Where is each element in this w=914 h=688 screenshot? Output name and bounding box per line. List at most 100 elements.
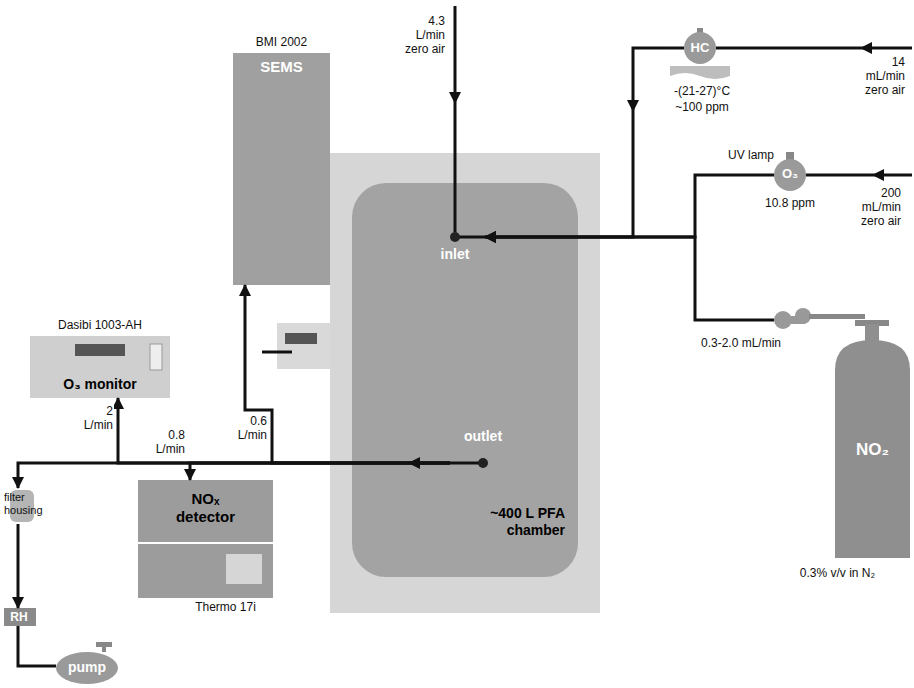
node-text: filter housing bbox=[4, 491, 56, 517]
sems-controller bbox=[277, 323, 330, 369]
node-text: outlet bbox=[450, 428, 516, 445]
text-slot: ~400 L PFA chamber bbox=[470, 505, 565, 539]
zero-air-line bbox=[454, 6, 457, 232]
graphic-part bbox=[56, 652, 118, 684]
graphic-part bbox=[450, 232, 460, 242]
flow-line bbox=[18, 626, 56, 666]
flow-arrow bbox=[449, 92, 461, 104]
node-text: HC bbox=[684, 40, 716, 56]
hc-source: HC -(21-27)°C ~100 ppm bbox=[662, 28, 742, 123]
filter-housing: filter housing bbox=[4, 488, 56, 524]
graphic-part bbox=[233, 53, 330, 285]
ozone-monitor: Dasibi 1003-AH O₃ monitor bbox=[30, 318, 170, 398]
text-slot: 2 L/min bbox=[74, 404, 114, 433]
graphic-part bbox=[30, 336, 170, 398]
node-text: NOₓ detector bbox=[163, 490, 248, 526]
nox-detector: NOₓ detectorThermo 17i bbox=[138, 480, 273, 618]
text-slot: outlet bbox=[450, 428, 516, 445]
text-slot: 200 mL/min zero air bbox=[852, 186, 902, 229]
node-text: UV lamp bbox=[728, 148, 784, 162]
text-slot: filter housing bbox=[4, 491, 56, 517]
node-text: O₃ bbox=[774, 166, 806, 182]
text-slot: SEMS bbox=[233, 58, 330, 76]
text-slot: NOₓ detector bbox=[163, 490, 248, 526]
text-slot: O₃ monitor bbox=[30, 376, 170, 393]
text-slot: 14 mL/min zero air bbox=[856, 55, 906, 98]
outlet-port: outlet bbox=[450, 428, 516, 472]
text-slot: NO₂ bbox=[835, 440, 910, 460]
text-slot: HC bbox=[684, 40, 716, 56]
node-text: pump bbox=[56, 659, 118, 676]
zero-air-label: 14 mL/min zero air bbox=[856, 55, 906, 97]
rh-sensor: RH bbox=[4, 608, 36, 626]
graphic-part bbox=[774, 159, 806, 191]
text-slot: 0.8 L/min bbox=[146, 428, 186, 457]
pump: pump bbox=[56, 648, 118, 684]
text-slot: UV lamp bbox=[728, 148, 784, 162]
zero-air-line bbox=[806, 174, 912, 177]
graphic-part bbox=[138, 544, 273, 598]
no2-cylinder: NO₂ 0.3% v/v in N₂ bbox=[765, 300, 912, 592]
zero-air-label: 200 mL/min zero air bbox=[852, 186, 902, 228]
text-slot: 4.3 L/min zero air bbox=[400, 14, 446, 57]
graphic-part bbox=[138, 480, 273, 542]
graphic-part bbox=[662, 47, 684, 50]
controller-display bbox=[285, 333, 317, 344]
text-slot: 0.6 L/min bbox=[226, 414, 268, 443]
pfa-chamber-shape bbox=[330, 153, 600, 613]
graphic-part bbox=[226, 554, 262, 584]
text-slot: 10.8 ppm bbox=[751, 196, 829, 210]
graphic-part bbox=[684, 32, 716, 64]
node-text: O₃ monitor bbox=[30, 376, 170, 393]
graphic-part bbox=[102, 646, 106, 652]
text-slot: pump bbox=[56, 659, 118, 676]
graphic-part bbox=[791, 316, 805, 324]
node-text: ~400 L PFA chamber bbox=[470, 505, 565, 539]
flow-rate-label: 0.3-2.0 mL/min bbox=[700, 336, 782, 350]
graphic-part bbox=[670, 66, 730, 79]
text-slot: ~100 ppm bbox=[662, 100, 742, 114]
no2-cylinder-shape bbox=[765, 300, 912, 592]
node-text: BMI 2002 bbox=[233, 35, 330, 49]
text-slot: 0.3-2.0 mL/min bbox=[700, 333, 795, 351]
pfa-chamber: ~400 L PFA chamber inlet outlet bbox=[330, 153, 600, 613]
node-text: SEMS bbox=[233, 58, 330, 76]
graphic-part bbox=[835, 340, 910, 558]
ozone-generator: UV lampO₃ 10.8 ppm bbox=[728, 148, 828, 236]
node-text: inlet bbox=[425, 246, 485, 263]
node-text: ~100 ppm bbox=[662, 100, 742, 114]
node-text: Dasibi 1003-AH bbox=[30, 318, 170, 332]
text-slot: Thermo 17i bbox=[178, 600, 273, 614]
flow-arrow bbox=[872, 169, 884, 181]
node-text: Thermo 17i bbox=[178, 600, 273, 614]
text-slot: -(21-27)°C bbox=[662, 84, 742, 98]
zero-air-line bbox=[716, 47, 912, 50]
graphic-part bbox=[330, 153, 600, 613]
graphic-part bbox=[728, 174, 774, 177]
sems-instrument: BMI 2002SEMS bbox=[233, 33, 330, 285]
flow-rate-label: 0.6 L/min bbox=[226, 414, 268, 442]
graphic-part bbox=[75, 344, 125, 356]
flow-arrow bbox=[860, 42, 872, 54]
flow-rate-label: 2 L/min bbox=[74, 404, 114, 432]
node-text: RH bbox=[4, 610, 34, 625]
inlet-port: inlet bbox=[425, 228, 485, 272]
flow-line bbox=[17, 524, 20, 608]
node-text: 0.3% v/v in N₂ bbox=[765, 566, 910, 580]
node-text: 10.8 ppm bbox=[751, 196, 829, 210]
controller-cable bbox=[262, 351, 292, 354]
graphic-part bbox=[352, 183, 578, 577]
text-slot: BMI 2002 bbox=[233, 35, 330, 49]
text-slot: Dasibi 1003-AH bbox=[30, 318, 170, 332]
graphic-part bbox=[809, 314, 865, 319]
text-slot: 0.3% v/v in N₂ bbox=[765, 566, 910, 580]
node-text: NO₂ bbox=[835, 440, 910, 460]
graphic-part bbox=[774, 311, 792, 329]
graphic-part bbox=[150, 344, 162, 370]
graphic-part bbox=[765, 319, 774, 322]
flow-rate-label: 0.8 L/min bbox=[146, 428, 186, 456]
graphic-part bbox=[478, 458, 488, 468]
node-text: -(21-27)°C bbox=[662, 84, 742, 98]
